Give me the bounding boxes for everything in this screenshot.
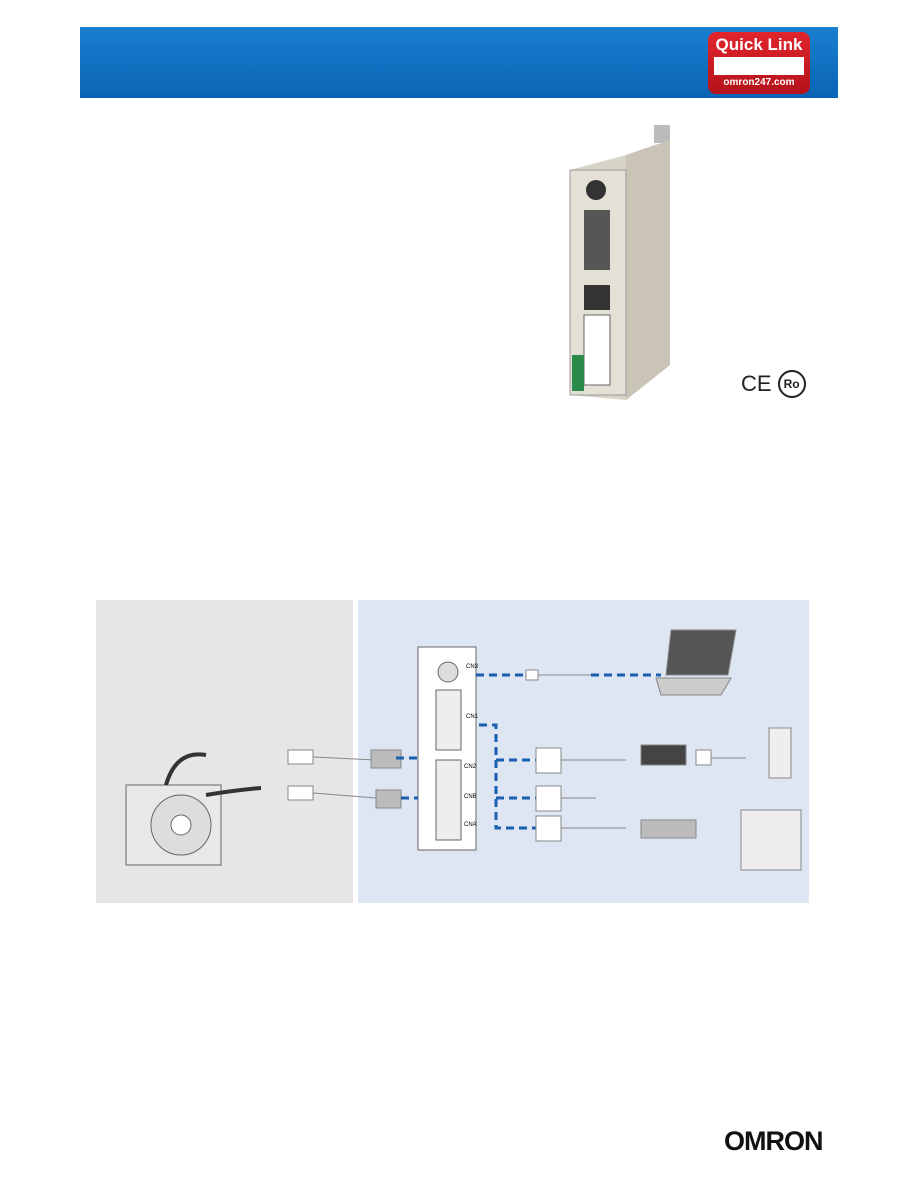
rohs-mark: Ro (777, 370, 806, 398)
motor-cables (287, 749, 402, 809)
ce-mark: CE (741, 371, 772, 396)
system-configuration-diagram: CN3 CN1 CN2 CNB CNA (96, 600, 809, 903)
certification-marks: CE Ro (741, 370, 806, 398)
servo-drive-image (569, 125, 670, 400)
cn3-label: CN3 (466, 664, 479, 670)
quick-link-badge[interactable]: Quick Link omron247.com (708, 32, 810, 94)
quick-link-code-box (714, 57, 804, 75)
quick-link-url: omron247.com (723, 77, 795, 88)
cn2-label: CN2 (464, 764, 477, 770)
drive-front-icon: CN3 CN1 CN2 CNB CNA (417, 646, 479, 851)
omron-logo: OMRON (724, 1126, 823, 1156)
cnb-label: CNB (464, 794, 477, 800)
cn1-label: CN1 (466, 714, 479, 720)
quick-link-title: Quick Link (715, 35, 803, 54)
servo-motor-icon (125, 752, 262, 866)
cna-label: CNA (464, 822, 477, 828)
connection-lines (396, 673, 661, 830)
peripheral-devices (525, 629, 802, 871)
